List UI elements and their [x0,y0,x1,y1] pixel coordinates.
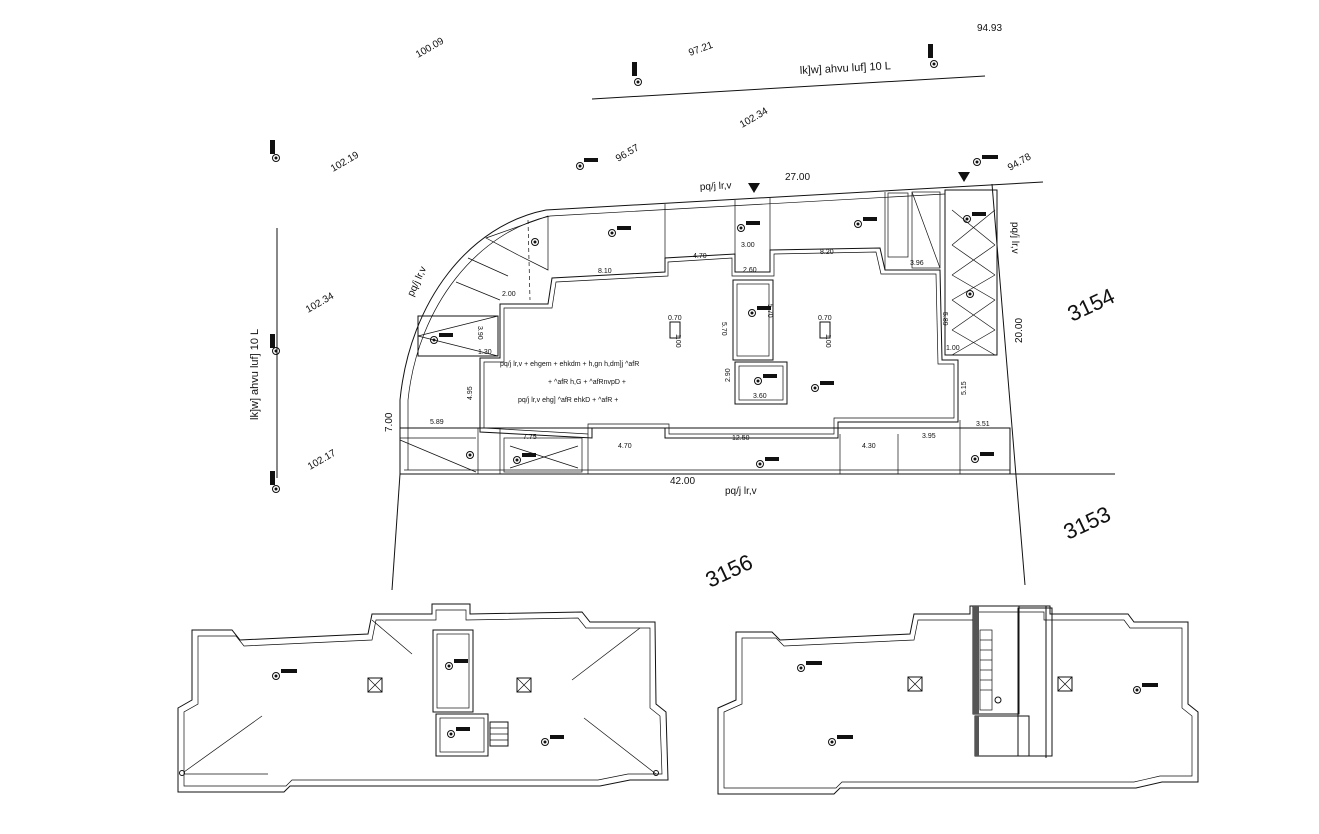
note-line-1: pq/j lr,v + ehgem + ehkdm + h,gn h,dm]j … [500,361,639,368]
dim-1-30: 1.30 [478,349,492,356]
top-side-label: pq/j lr,v [700,180,732,193]
spot-level-marker [756,457,779,468]
dim-2-90: 2.90 [725,368,732,382]
spot-level-marker [272,669,297,680]
dim-5-15: 5.15 [961,381,968,395]
level-96-57: 96.57 [614,142,642,164]
level-97-21: 97.21 [687,40,715,59]
top-road-label: lk]w] ahvu luf] 10 L [800,60,892,77]
bottom-side-label: pq/j lr,v [725,486,757,497]
dim-right-side: 20.00 [1014,318,1025,343]
spot-level-marker [1133,683,1158,694]
dim-5-89: 5.89 [430,419,444,426]
dim-4-95: 4.95 [467,386,474,400]
spot-level-marker [513,453,536,464]
building-footprint [399,189,1011,475]
plot-number-3156: 3156 [702,549,757,592]
dim-1-00-b: 1.00 [824,334,831,348]
dim-2-00: 2.00 [502,291,516,298]
dim-12-50: 12.50 [732,435,750,442]
right-side-label: pq/j lr,v [1009,222,1020,254]
dim-3-60: 3.60 [753,393,767,400]
dim-3-96: 3.96 [910,260,924,267]
level-102-34-top: 102.34 [738,106,770,131]
spot-level-marker [179,770,185,776]
dim-3-51: 3.51 [976,421,990,428]
spot-level-marker [811,381,834,392]
left-road: lk]w] ahvu luf] 10 L 102.19 102.34 102.1… [249,150,361,478]
spot-level-marker [447,727,470,738]
spot-level-marker [971,452,994,463]
spot-level-marker [928,44,938,68]
triangle-marker [748,183,760,193]
spot-level-marker [737,221,760,232]
roof-plan-right [717,605,1199,795]
spot-level-marker [994,696,1002,704]
dim-5-89-r: 5.89 [941,312,948,326]
dim-bottom-overall: 42.00 [670,476,695,487]
dim-0-70-a: 0.70 [668,315,682,322]
spot-level-marker [430,333,453,344]
plot-number-3153: 3153 [1060,501,1115,544]
dim-4-70-bot: 4.70 [618,443,632,450]
top-road: lk]w] ahvu luf] 10 L 97.21 102.34 94.93 … [414,23,1002,131]
spot-level-marker [754,374,777,385]
level-94-78: 94.78 [1006,151,1034,173]
dim-top-overall: 27.00 [785,172,810,183]
spot-level-marker [854,217,877,228]
spot-level-marker [608,226,631,237]
level-102-19: 102.19 [329,150,361,175]
spot-level-marker [270,471,280,493]
spot-level-marker [445,659,468,670]
dim-left-side: 7.00 [384,412,395,432]
dim-8-10: 8.10 [598,268,612,275]
dim-3-95: 3.95 [922,433,936,440]
spot-level-marker [270,140,280,162]
dim-1-00-c: 1.00 [946,345,960,352]
level-94-93: 94.93 [977,23,1002,34]
spot-level-marker [797,661,822,672]
level-102-34-left: 102.34 [304,291,336,316]
spot-level-marker [973,155,998,166]
spot-level-marker [653,770,659,776]
roof-plan-left [177,603,669,793]
triangle-marker [958,172,970,182]
dim-5-70-a: 5.70 [720,322,727,336]
spot-level-marker [632,62,642,86]
plot-number-3154: 3154 [1064,283,1119,326]
spot-level-marker [748,306,771,317]
dim-1-00-a: 1.00 [674,334,681,348]
spot-level-marker [828,735,853,746]
dim-8-20: 8.20 [820,249,834,256]
dim-3-00: 3.00 [741,242,755,249]
level-100-09: 100.09 [414,36,446,61]
level-102-17: 102.17 [306,448,338,473]
spot-level-marker [270,334,280,355]
left-road-label: lk]w] ahvu luf] 10 L [249,329,261,420]
dim-3-90: 3.90 [476,326,483,340]
spot-level-marker [531,238,539,246]
dim-7-75: 7.75 [523,434,537,441]
spot-level-marker [466,451,474,459]
spot-level-marker [576,158,598,170]
spot-level-marker [541,735,564,746]
spot-level-marker [966,290,974,298]
dim-5-70-b: 5.70 [766,304,773,318]
note-line-3: pq/j lr,v ehg] ^afR ehkD + ^afR + [518,397,618,404]
dim-4-70-top: 4.70 [693,253,707,260]
dim-4-30: 4.30 [862,443,876,450]
spot-level-marker [963,212,986,223]
dim-0-70-b: 0.70 [818,315,832,322]
curve-side-label: pq/j lr,v [406,265,429,298]
note-line-2: + ^afR h,G + ^afRnvpD + [548,379,626,386]
dim-2-60: 2.60 [743,267,757,274]
